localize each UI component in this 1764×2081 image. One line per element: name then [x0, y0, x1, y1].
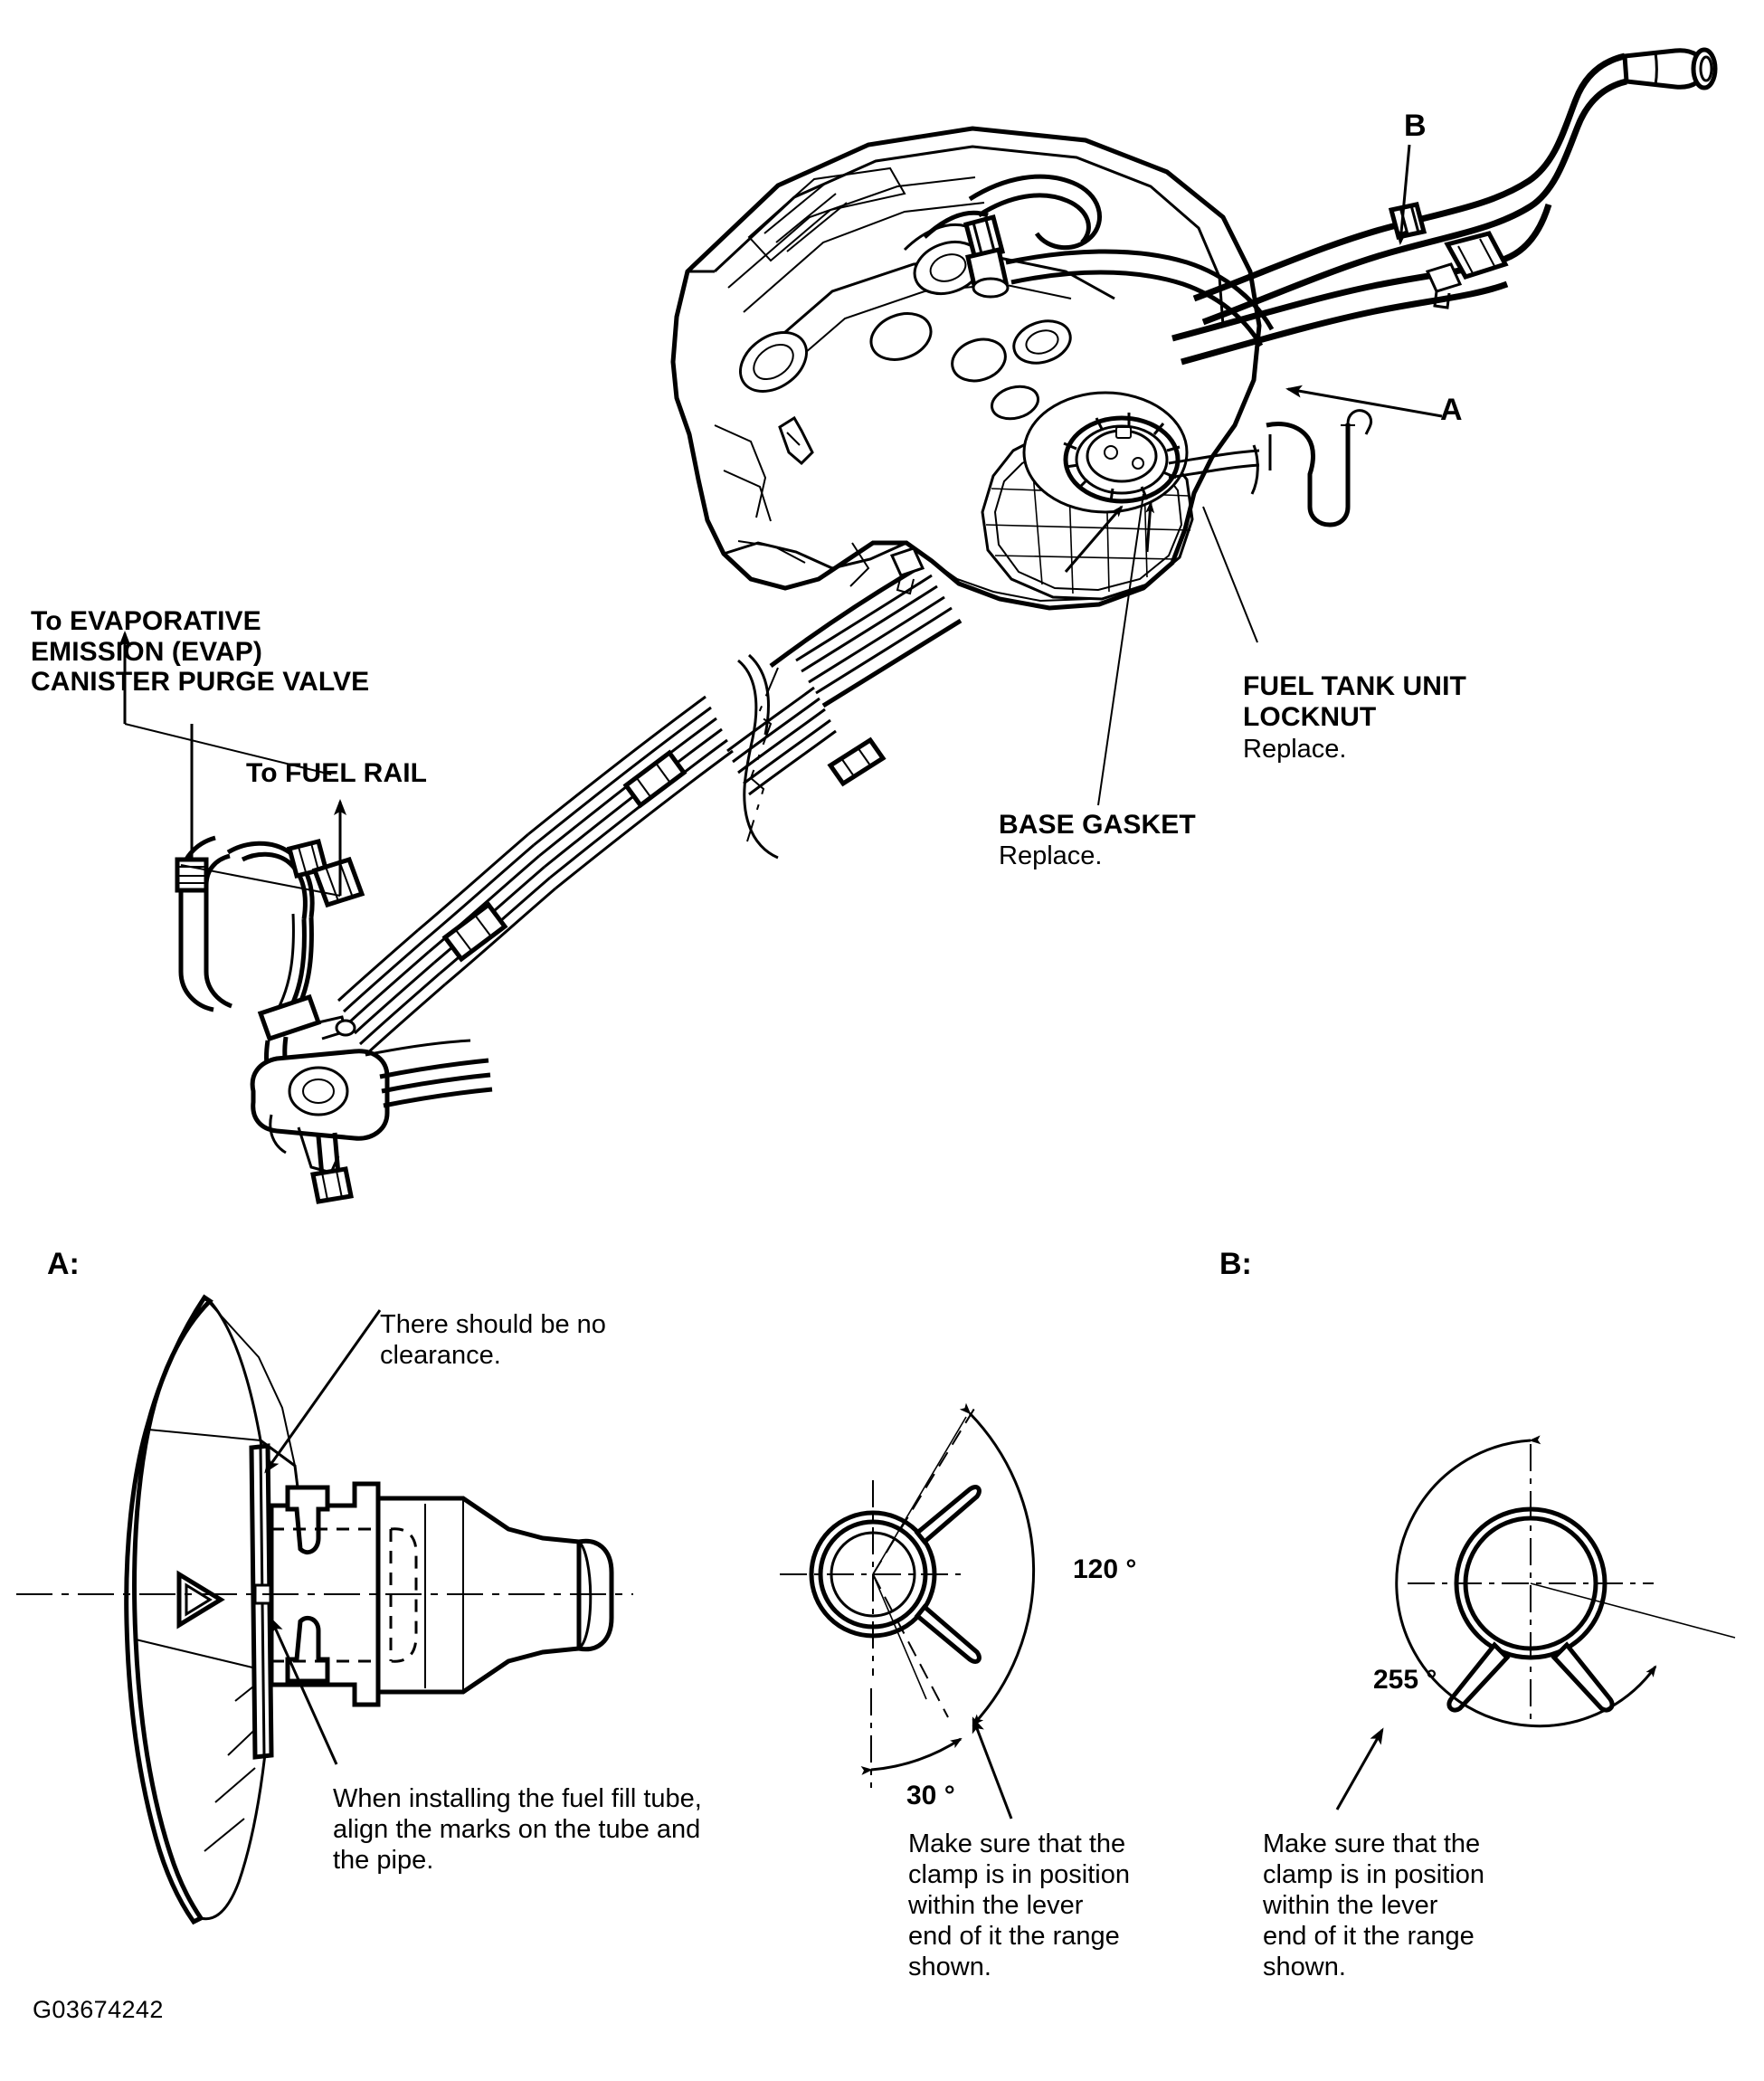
note-no-clearance: There should be no clearance. — [380, 1310, 606, 1370]
fuel-tank-assembly — [670, 47, 1718, 708]
label-fuel-tank-unit-locknut: FUEL TANK UNIT LOCKNUT — [1243, 671, 1466, 732]
base-gasket-leader — [1097, 493, 1144, 806]
angle-label-255: 255 ° — [1373, 1665, 1437, 1695]
marker-b-upper: B — [1404, 109, 1427, 143]
marker-a-leader — [1285, 385, 1443, 418]
detail-a-fuel-fill-tube — [16, 1294, 633, 1925]
angle-label-120: 120 ° — [1073, 1554, 1137, 1584]
upper-leader-lines — [119, 144, 1443, 897]
angle-arc-255 — [1395, 1435, 1657, 1728]
evap-and-fuel-line-cluster — [175, 724, 493, 1204]
fuel-pipes-bundle — [769, 565, 963, 708]
pipe-clamp-1 — [827, 736, 887, 787]
pipe-clamp-2 — [622, 749, 688, 809]
hose-clamp-b — [1388, 202, 1427, 240]
label-evap-canister-purge-valve: To EVAPORATIVE EMISSION (EVAP) CANISTER … — [31, 606, 370, 698]
marker-a-upper: A — [1440, 393, 1463, 427]
line-bracket-mid — [257, 993, 356, 1042]
detail-b-clamp-angle — [1335, 1435, 1736, 1810]
label-to-fuel-rail: To FUEL RAIL — [246, 758, 428, 788]
fuel-hoses-upper-right — [1171, 47, 1718, 366]
detail-marker-b: B: — [1219, 1247, 1252, 1281]
note-clamp-position-b: Make sure that the clamp is in position … — [1263, 1829, 1484, 1981]
note-clamp-position-a: Make sure that the clamp is in position … — [908, 1829, 1130, 1981]
figure-id: G03674242 — [33, 1996, 164, 2023]
locknut-leader — [1202, 506, 1258, 643]
label-fuel-tank-unit-locknut-note: Replace. — [1243, 735, 1347, 764]
fuel-tank-unit — [1022, 391, 1189, 514]
clamp-note-leader-b — [1335, 1727, 1384, 1810]
label-base-gasket: BASE GASKET — [999, 810, 1196, 840]
no-clearance-leader — [264, 1309, 382, 1474]
fuel-pipe-bundle-diagonal — [337, 653, 887, 1057]
angle-label-30: 30 ° — [906, 1781, 955, 1810]
label-base-gasket-note: Replace. — [999, 841, 1103, 870]
angle-arc-30 — [860, 1737, 963, 1775]
pipe-clamp-3 — [441, 901, 508, 963]
detail-a-clamp-angle — [780, 1402, 1036, 1820]
marker-b-leader — [1395, 144, 1411, 245]
note-align-marks: When installing the fuel fill tube, alig… — [333, 1784, 702, 1875]
angle-arc-120 — [959, 1402, 1036, 1726]
clamp-note-leader-a — [972, 1716, 1013, 1820]
detail-marker-a: A: — [47, 1247, 80, 1281]
align-marks-leader — [270, 1617, 338, 1765]
